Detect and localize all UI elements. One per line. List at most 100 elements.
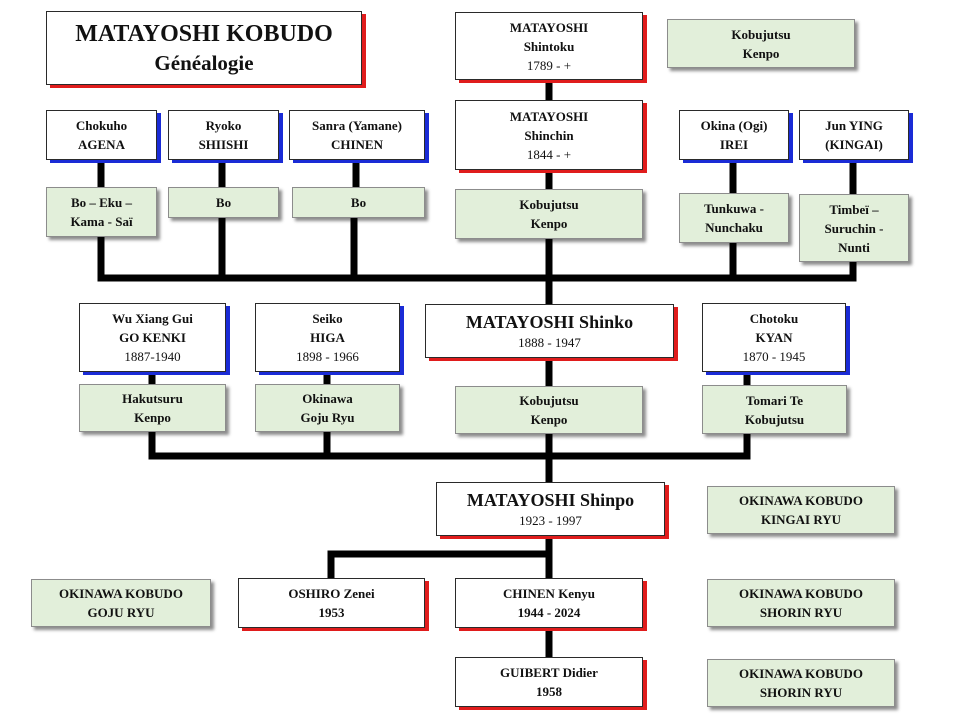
style-shiishi: Bo <box>168 187 279 218</box>
style-line: Kenpo <box>530 412 568 427</box>
gokenki-dates: 1887-1940 <box>124 349 181 364</box>
shinchin-dates: 1844 - + <box>526 146 572 162</box>
person-shiishi: Ryoko SHIISHI <box>168 110 279 160</box>
person-guibert: GUIBERT Didier 1958 <box>455 657 643 707</box>
style-shintoku-kobujutsu: Kobujutsu Kenpo <box>667 19 855 68</box>
style-line: Bo <box>350 195 367 210</box>
style-line: Hakutsuru <box>122 391 183 406</box>
style-irei: Tunkuwa - Nunchaku <box>679 193 789 243</box>
agena-family: AGENA <box>78 137 125 152</box>
sanra-family: CHINEN <box>330 137 383 152</box>
style-line: Goju Ryu <box>300 410 355 425</box>
style-line: SHORIN RYU <box>759 685 843 700</box>
line-oshiro <box>327 550 553 582</box>
person-go-kenki: Wu Xiang Gui GO KENKI 1887-1940 <box>79 303 226 372</box>
style-line: Nunti <box>838 239 870 255</box>
person-shintoku: MATAYOSHI Shintoku 1789 - + <box>455 12 643 80</box>
style-go-kenki: Hakutsuru Kenpo <box>79 384 226 432</box>
person-chinen-kenyu: CHINEN Kenyu 1944 - 2024 <box>455 578 643 628</box>
style-shorin-ryu-2: OKINAWA KOBUDO SHORIN RYU <box>707 659 895 707</box>
agena-given: Chokuho <box>75 118 128 133</box>
style-line: OKINAWA KOBUDO <box>59 586 183 601</box>
style-sanra-chinen: Bo <box>292 187 425 218</box>
ying-given: Jun YING <box>825 118 883 133</box>
shintoku-family: MATAYOSHI <box>509 19 589 35</box>
style-line: Suruchin - <box>824 220 884 236</box>
style-line: Bo – Eku – <box>70 195 133 210</box>
person-shinchin: MATAYOSHI Shinchin 1844 - + <box>455 100 643 170</box>
style-line: OKINAWA KOBUDO <box>739 666 863 681</box>
shinchin-family: MATAYOSHI <box>509 108 589 124</box>
style-line: SHORIN RYU <box>759 605 843 620</box>
shiishi-given: Ryoko <box>205 118 242 133</box>
kyan-family: KYAN <box>755 330 793 345</box>
shinpo-name: MATAYOSHI Shinpo <box>466 489 635 510</box>
shinchin-given: Shinchin <box>524 127 574 143</box>
style-agena: Bo – Eku – Kama - Saï <box>46 187 157 237</box>
irei-family: IREI <box>719 137 749 152</box>
style-line: Nunchaku <box>705 220 763 235</box>
style-shorin-ryu-1: OKINAWA KOBUDO SHORIN RYU <box>707 579 895 627</box>
style-line: Kobujutsu <box>744 411 805 427</box>
shinko-dates: 1888 - 1947 <box>518 334 581 350</box>
sanra-given: Sanra (Yamane) <box>312 118 402 133</box>
style-line: Kenpo <box>530 216 568 231</box>
style-line: Tunkuwa - <box>704 201 764 216</box>
higa-given: Seiko <box>312 311 343 326</box>
line-chinen <box>350 156 360 282</box>
guibert-name: GUIBERT Didier <box>500 665 598 680</box>
style-line: Tomari Te <box>746 392 803 408</box>
style-line: Kobujutsu <box>731 26 791 42</box>
style-line: OKINAWA KOBUDO <box>739 493 863 508</box>
shiishi-family: SHIISHI <box>198 137 249 152</box>
ying-family: (KINGAI) <box>825 137 883 152</box>
style-line: Kobujutsu <box>519 393 579 408</box>
person-kyan: Chotoku KYAN 1870 - 1945 <box>702 303 846 372</box>
shintoku-dates: 1789 - + <box>526 57 572 73</box>
style-line: KINGAI RYU <box>760 512 842 527</box>
person-shinpo: MATAYOSHI Shinpo 1923 - 1997 <box>436 482 665 536</box>
person-shinko: MATAYOSHI Shinko 1888 - 1947 <box>425 304 674 358</box>
person-oshiro: OSHIRO Zenei 1953 <box>238 578 425 628</box>
higa-family: HIGA <box>310 330 345 345</box>
style-goju-ryu: OKINAWA KOBUDO GOJU RYU <box>31 579 211 627</box>
higa-dates: 1898 - 1966 <box>296 349 359 364</box>
style-line: Kobujutsu <box>519 197 579 212</box>
style-line: Kenpo <box>742 45 780 61</box>
style-shinko: Kobujutsu Kenpo <box>455 386 643 434</box>
style-jun-ying: Timbeï – Suruchin - Nunti <box>799 194 909 262</box>
gokenki-family: GO KENKI <box>119 330 186 345</box>
kyan-given: Chotoku <box>749 311 799 326</box>
line-top-bar <box>97 258 857 282</box>
oshiro-name: OSHIRO Zenei <box>288 586 375 601</box>
kenyu-name: CHINEN Kenyu <box>502 586 596 601</box>
diagram-title: MATAYOSHI KOBUDO Généalogie <box>46 11 362 85</box>
shintoku-given: Shintoku <box>523 38 575 54</box>
kenyu-dates: 1944 - 2024 <box>517 605 581 620</box>
style-kyan: Tomari Te Kobujutsu <box>702 385 847 434</box>
gokenki-given: Wu Xiang Gui <box>112 311 193 326</box>
title-line1: MATAYOSHI KOBUDO <box>75 21 333 47</box>
style-shinchin: Kobujutsu Kenpo <box>455 189 643 239</box>
oshiro-dates: 1953 <box>318 605 345 620</box>
style-line: Kenpo <box>134 410 171 425</box>
title-line2: Généalogie <box>154 51 254 75</box>
shinpo-dates: 1923 - 1997 <box>519 512 582 528</box>
irei-given: Okina (Ogi) <box>700 118 768 133</box>
person-agena: Chokuho AGENA <box>46 110 157 160</box>
person-jun-ying: Jun YING (KINGAI) <box>799 110 909 160</box>
style-kingai-ryu: OKINAWA KOBUDO KINGAI RYU <box>707 486 895 534</box>
person-higa: Seiko HIGA 1898 - 1966 <box>255 303 400 372</box>
style-line: Bo <box>215 195 232 210</box>
shinko-name: MATAYOSHI Shinko <box>465 311 634 332</box>
kyan-dates: 1870 - 1945 <box>742 349 806 364</box>
style-line: Timbeï – <box>829 201 879 217</box>
style-line: Okinawa <box>302 391 353 406</box>
person-irei: Okina (Ogi) IREI <box>679 110 789 160</box>
person-sanra-chinen: Sanra (Yamane) CHINEN <box>289 110 425 160</box>
style-line: OKINAWA KOBUDO <box>739 586 863 601</box>
guibert-dates: 1958 <box>536 684 562 699</box>
style-line: Kama - Saï <box>70 214 133 229</box>
style-higa: Okinawa Goju Ryu <box>255 384 400 432</box>
style-line: GOJU RYU <box>87 605 155 620</box>
